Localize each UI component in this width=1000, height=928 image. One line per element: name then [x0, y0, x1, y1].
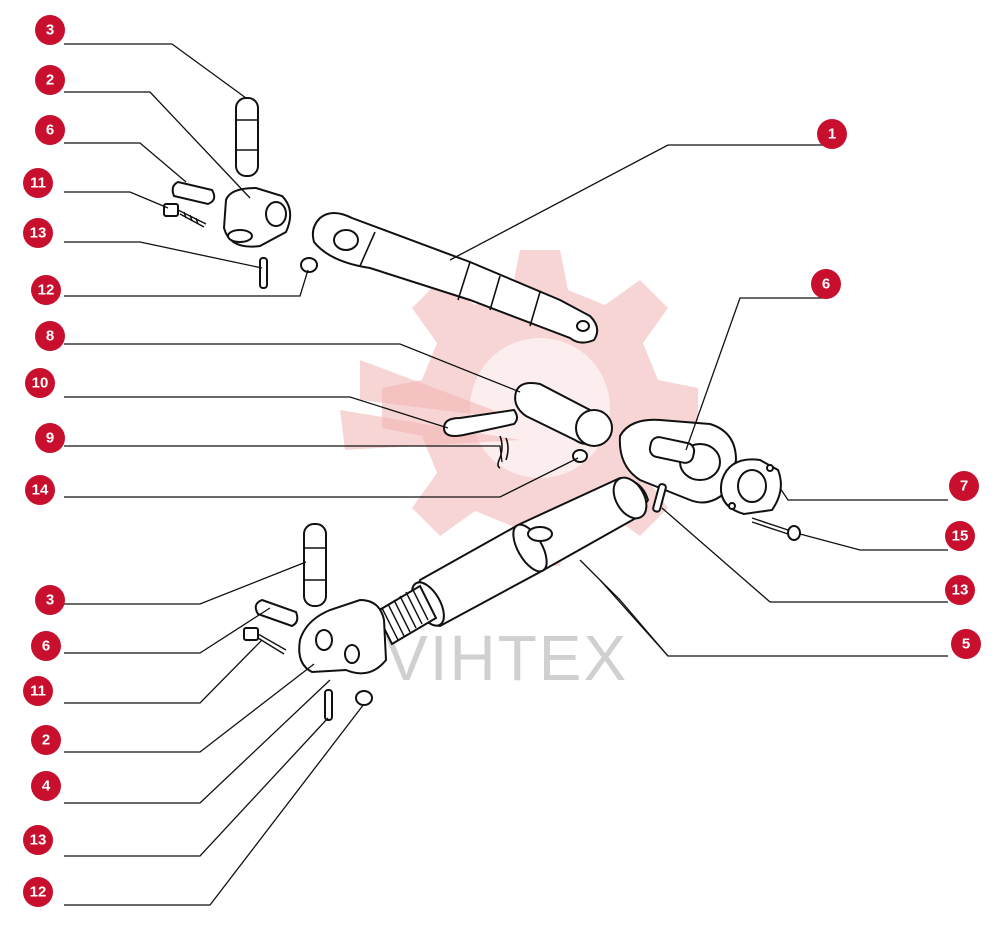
callout-c-11-top: 11 — [23, 168, 53, 198]
callout-label: 2 — [42, 732, 50, 749]
callout-label: 10 — [32, 375, 49, 392]
callout-label: 11 — [30, 175, 46, 192]
part-nut-small — [572, 449, 588, 463]
callout-c-7: 7 — [949, 471, 979, 501]
callout-label: 1 — [828, 126, 836, 143]
part-pin-top — [235, 97, 259, 177]
callout-label: 9 — [46, 430, 54, 447]
callout-label: 12 — [30, 884, 47, 901]
callout-c-4: 4 — [31, 771, 61, 801]
callout-label: 5 — [962, 636, 970, 653]
callout-circle — [35, 15, 65, 45]
part-housing-right — [618, 418, 738, 504]
callout-label: 13 — [30, 225, 47, 242]
callout-label: 7 — [960, 478, 968, 495]
callout-label: 6 — [42, 638, 50, 655]
callout-label: 15 — [952, 528, 969, 545]
part-screw — [751, 517, 801, 541]
callout-c-6-right: 6 — [811, 269, 841, 299]
part-clevis-top — [222, 186, 292, 248]
callout-c-14: 14 — [25, 475, 55, 505]
callout-c-2-top: 2 — [35, 65, 65, 95]
callout-c-12-top: 12 — [31, 275, 61, 305]
part-ball-joint — [514, 382, 613, 447]
callout-c-6-top: 6 — [35, 115, 65, 145]
callout-c-1: 1 — [817, 119, 847, 149]
callout-c-13-top: 13 — [23, 218, 53, 248]
part-upper-link — [311, 212, 599, 344]
callout-label: 6 — [46, 122, 54, 139]
part-split-pin-bottom — [324, 689, 333, 721]
part-cotter — [497, 435, 509, 469]
callout-c-9: 9 — [35, 423, 65, 453]
callout-c-10: 10 — [25, 368, 55, 398]
callout-c-3-bot: 3 — [35, 585, 65, 615]
callout-c-11-bot: 11 — [23, 676, 53, 706]
part-clevis-bottom — [298, 598, 388, 675]
leader-lines — [64, 43, 948, 906]
part-sleeve-bottom — [254, 598, 299, 628]
callout-c-6-bot: 6 — [31, 631, 61, 661]
callout-label: 8 — [46, 328, 54, 345]
callout-c-8: 8 — [35, 321, 65, 351]
callout-label: 4 — [42, 778, 51, 795]
part-nut-bottom — [355, 690, 373, 706]
part-clip — [442, 408, 518, 437]
watermark-text: VIHTEX — [385, 622, 628, 694]
part-nut-top — [300, 257, 318, 273]
part-threaded-rod — [374, 584, 438, 646]
part-sleeve-top — [171, 180, 216, 206]
callout-label: 3 — [46, 592, 54, 609]
part-flange — [720, 458, 782, 516]
callout-label: 11 — [30, 683, 46, 700]
callout-label: 13 — [952, 582, 969, 599]
callout-c-13-bot: 13 — [23, 825, 53, 855]
callout-label: 14 — [32, 482, 49, 499]
part-bolt-bottom — [243, 627, 287, 655]
callout-c-13-right: 13 — [945, 575, 975, 605]
callout-c-3-top: 3 — [35, 15, 65, 45]
callout-label: 12 — [38, 282, 55, 299]
callout-label: 2 — [46, 72, 54, 89]
callout-c-2-bot: 2 — [31, 725, 61, 755]
part-split-pin-right — [652, 483, 667, 513]
part-pin-bottom — [303, 523, 327, 607]
part-bolt-top — [163, 203, 207, 228]
callout-c-15: 15 — [945, 521, 975, 551]
callout-label: 13 — [30, 832, 47, 849]
callout-label: 3 — [46, 22, 54, 39]
callout-c-12-bot: 12 — [23, 877, 53, 907]
part-split-pin-top — [259, 257, 268, 289]
callout-c-5: 5 — [951, 629, 981, 659]
callout-label: 6 — [822, 276, 830, 293]
